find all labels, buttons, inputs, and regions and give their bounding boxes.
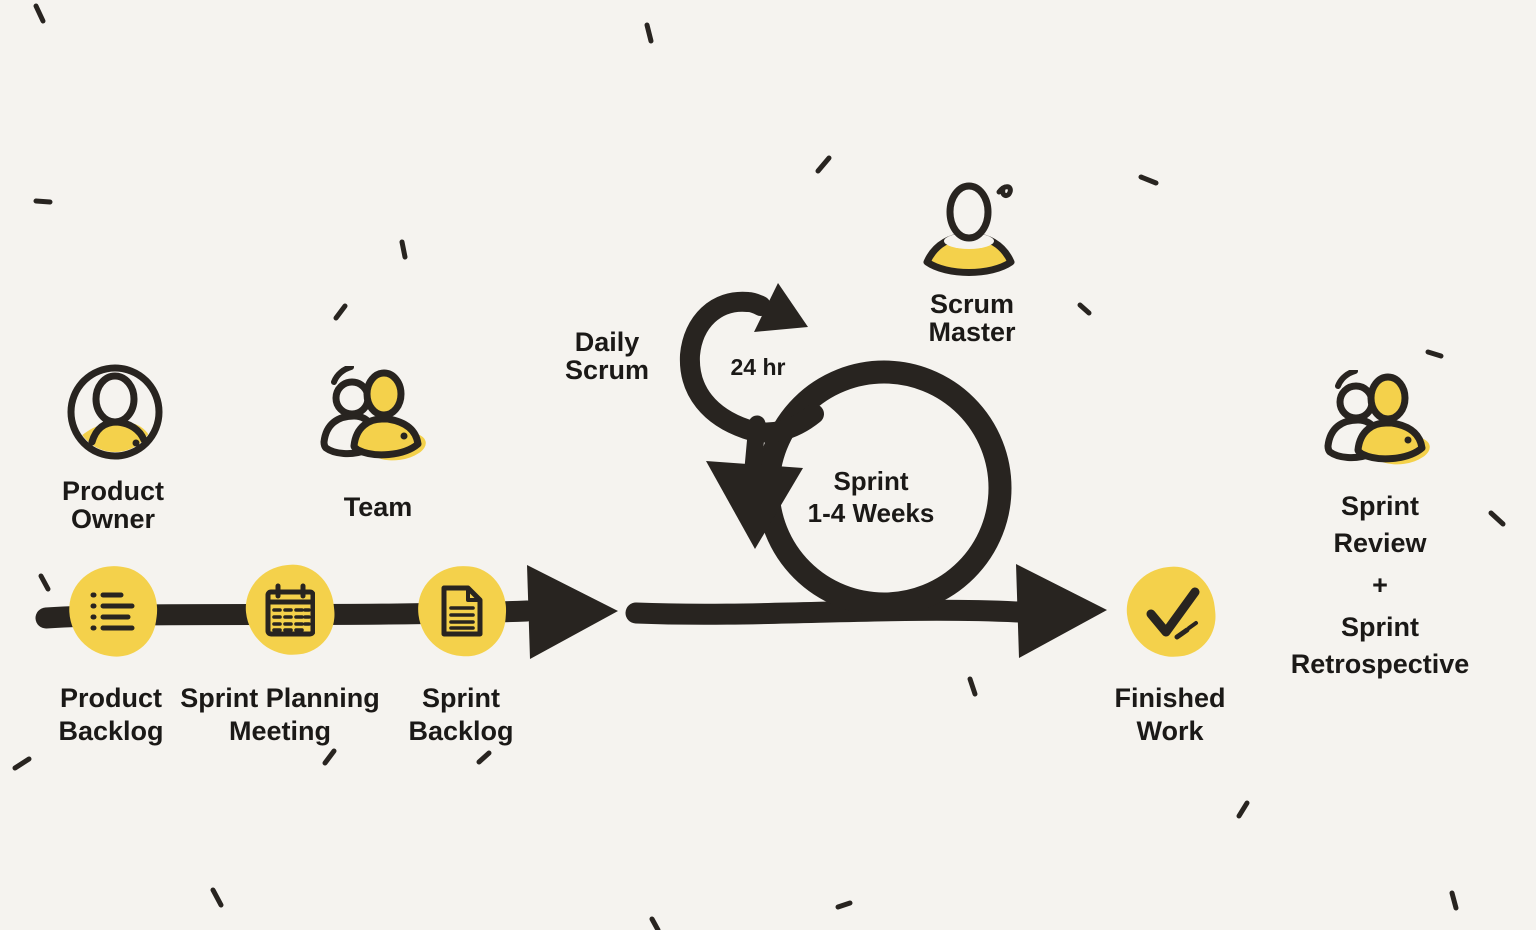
arrowhead-right-icon <box>1016 564 1107 658</box>
speckle-marks <box>12 3 1506 930</box>
flow-line-right <box>625 599 1029 625</box>
speckle <box>1236 800 1250 819</box>
label-line: Master <box>928 317 1016 347</box>
speckle <box>835 900 853 910</box>
person-icon <box>923 182 1015 276</box>
speckle <box>1425 349 1444 359</box>
two-people-icon <box>1324 368 1430 465</box>
sprint-planning-node <box>241 560 339 660</box>
loop-arrowhead-icon <box>754 283 808 332</box>
loop-return-stem <box>744 415 766 477</box>
front-person-body <box>350 415 422 459</box>
squiggle-accent <box>996 184 1013 199</box>
front-person-body <box>1354 419 1426 463</box>
scrum-master-label: Scrum Master <box>892 290 1052 346</box>
label-line: Daily <box>574 327 640 357</box>
label-line: Finished <box>1114 683 1226 713</box>
label-line: Product <box>61 476 164 506</box>
sprint-loop-label: Sprint 1-4 Weeks <box>791 465 951 529</box>
document-icon <box>441 585 483 637</box>
label-line: 24 hr <box>730 354 786 380</box>
product-owner-label: Product Owner <box>23 477 203 533</box>
speckle <box>399 239 408 260</box>
speckle <box>644 22 654 44</box>
product-backlog-node <box>63 560 163 662</box>
accent-dash <box>1335 368 1358 389</box>
speckle <box>33 198 53 205</box>
shoulder-dot <box>400 432 408 440</box>
person-shoulders <box>88 418 148 446</box>
finished-work-node <box>1122 562 1220 662</box>
front-person-head <box>363 369 405 419</box>
speckle <box>476 750 492 765</box>
speckle <box>1488 510 1506 527</box>
label-line: Scrum <box>929 289 1015 319</box>
team-icon <box>318 364 430 471</box>
two-people-icon <box>320 364 426 461</box>
arrowhead-right-icon <box>527 565 618 659</box>
shoulder-dot <box>1404 436 1412 444</box>
speckle <box>1138 174 1159 186</box>
label-line: Product <box>59 683 162 713</box>
label-line: Sprint Planning <box>180 683 380 713</box>
speckle <box>33 3 46 24</box>
sprint-review-label: Sprint Review + Sprint Retrospective <box>1260 488 1500 683</box>
calendar-icon <box>265 583 315 637</box>
label-line: Retrospective <box>1290 649 1470 679</box>
accent-dash <box>331 364 354 385</box>
check-icon <box>1146 587 1200 640</box>
arrowhead-down-icon <box>706 461 803 549</box>
label-line: Sprint <box>1341 491 1419 521</box>
sprint-backlog-label: Sprint Backlog <box>381 682 541 748</box>
label-line: Scrum <box>564 355 650 385</box>
person-head <box>92 372 138 426</box>
plus-sign: + <box>1372 570 1388 600</box>
person-head <box>946 182 992 242</box>
speckle <box>333 303 348 321</box>
sprint-planning-label: Sprint Planning Meeting <box>175 682 385 748</box>
speckle <box>1077 302 1092 316</box>
product-owner-icon <box>63 358 167 471</box>
daily-scrum-duration: 24 hr <box>708 354 808 380</box>
label-line: Backlog <box>58 716 164 746</box>
speckle <box>210 887 224 908</box>
back-person-head <box>1336 382 1376 422</box>
label-line: 1-4 Weeks <box>807 498 935 528</box>
label-line: Sprint <box>833 466 909 496</box>
speckle <box>815 155 832 174</box>
back-person-head <box>332 378 372 418</box>
finished-work-label: Finished Work <box>1090 682 1250 748</box>
label-line: Review <box>1333 528 1427 558</box>
avatar-circle <box>67 364 163 460</box>
label-line: Team <box>343 492 413 522</box>
sprint-backlog-node <box>414 563 510 659</box>
speckle <box>1449 890 1459 911</box>
label-line: Sprint <box>1341 612 1419 642</box>
speckle <box>649 916 661 930</box>
team-label: Team <box>298 493 458 521</box>
list-icon <box>90 592 135 631</box>
person-in-circle-icon <box>67 364 163 460</box>
scrum-master-icon <box>913 178 1025 293</box>
daily-scrum-label: Daily Scrum <box>532 328 682 384</box>
label-line: Owner <box>70 504 156 534</box>
label-line: Sprint <box>422 683 500 713</box>
shoulder-dot <box>132 439 140 447</box>
sprint-review-icon <box>1322 368 1434 475</box>
speckle <box>322 748 337 766</box>
speckle <box>12 756 32 771</box>
label-line: Backlog <box>408 716 514 746</box>
label-line: Work <box>1136 716 1204 746</box>
speckle <box>38 573 51 592</box>
product-backlog-label: Product Backlog <box>31 682 191 748</box>
speckle <box>967 676 978 697</box>
front-person-head <box>1367 373 1409 423</box>
label-line: Meeting <box>228 716 331 746</box>
